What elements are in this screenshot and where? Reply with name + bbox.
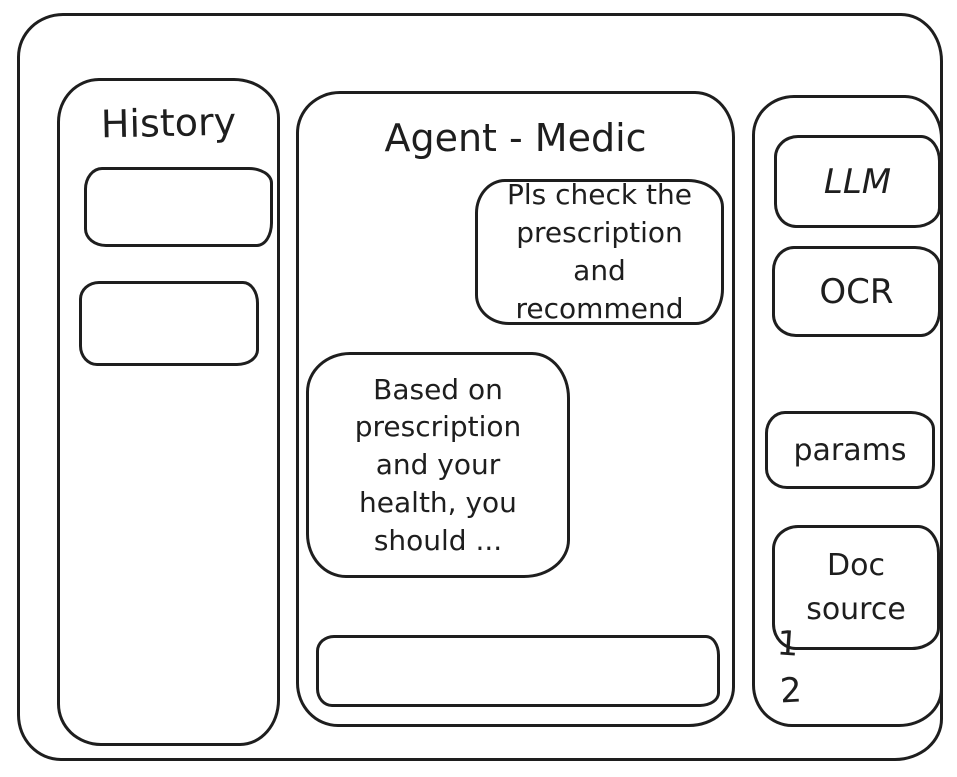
ocr-button[interactable]: OCR — [772, 246, 941, 337]
doc-source-item-2[interactable]: 2 — [778, 670, 803, 712]
history-item[interactable] — [84, 167, 273, 247]
user-message-text: Pls check the prescription and recommend — [507, 178, 692, 325]
tools-panel: LLM OCR params Doc source 1 2 — [752, 95, 943, 727]
doc-source-button[interactable]: Doc source — [772, 525, 940, 650]
chat-title: Agent - Medic — [384, 116, 647, 160]
doc-source-item-1[interactable]: 1 — [775, 623, 801, 665]
app-frame: History Agent - Medic Pls check the pres… — [17, 13, 943, 761]
history-panel: History — [57, 78, 280, 746]
agent-message-bubble: Based on prescription and your health, y… — [306, 352, 570, 578]
llm-button[interactable]: LLM — [774, 135, 941, 228]
params-button[interactable]: params — [765, 411, 935, 489]
chat-input[interactable] — [316, 635, 720, 707]
chat-panel: Agent - Medic Pls check the prescription… — [296, 91, 735, 727]
agent-message-text: Based on prescription and your health, y… — [354, 372, 522, 557]
history-title: History — [100, 99, 237, 147]
history-item[interactable] — [79, 281, 259, 366]
user-message-bubble: Pls check the prescription and recommend — [475, 178, 724, 325]
